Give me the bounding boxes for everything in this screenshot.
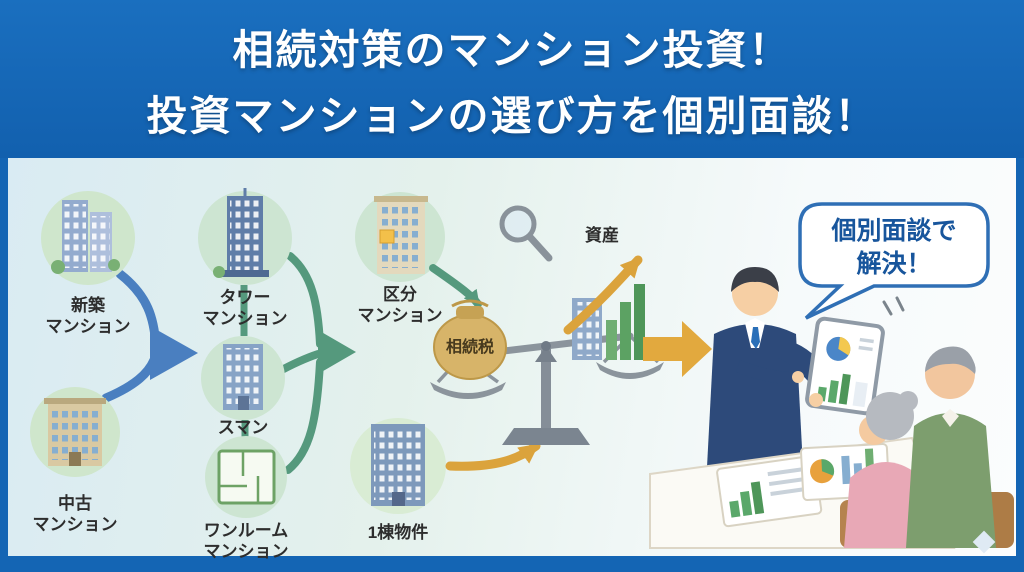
label-suman-mansion: スマン bbox=[217, 418, 269, 437]
node-chuko-mansion-icon bbox=[30, 387, 120, 477]
arrow-itto-to-scale bbox=[445, 441, 541, 471]
label-oneroom-mansion: ワンルーム マンション bbox=[203, 521, 289, 561]
consultant-hand bbox=[809, 393, 823, 407]
money-bag-icon bbox=[433, 299, 507, 380]
main-title-line2: 投資マンションの選び方を個別面談！ bbox=[146, 93, 878, 139]
green-merge-arrow bbox=[318, 330, 356, 374]
node-itto-bukken-icon bbox=[350, 418, 446, 514]
node-oneroom-floorplan-icon bbox=[205, 436, 287, 518]
label-shisan: 資産 bbox=[585, 226, 619, 245]
node-suman-mansion-icon bbox=[201, 336, 285, 420]
speech-bubble bbox=[798, 202, 990, 320]
node-tower-mansion-icon bbox=[198, 188, 292, 285]
node-shinchiku-mansion-icon bbox=[41, 191, 135, 285]
label-tower-mansion: タワー マンション bbox=[202, 288, 288, 328]
header-banner: 相続対策のマンション投資！ 投資マンションの選び方を個別面談！ bbox=[0, 0, 1024, 158]
elderly-man-figure bbox=[906, 346, 996, 548]
label-kubun-mansion: 区分 マンション bbox=[357, 285, 443, 325]
blue-merge-arrow bbox=[150, 326, 198, 380]
assets-growth-icon bbox=[563, 255, 645, 360]
main-title-line1: 相続対策のマンション投資！ bbox=[232, 27, 792, 73]
label-shinchiku-mansion: 新築 マンション bbox=[45, 296, 131, 336]
speech-bubble-text: 個別面談で 解決！ bbox=[831, 217, 957, 278]
label-souzokuzei: 相続税 bbox=[445, 339, 494, 356]
label-itto-bukken: 1棟物件 bbox=[367, 523, 429, 542]
tablet-icon bbox=[805, 316, 885, 416]
consultation-scene bbox=[649, 267, 1014, 549]
arrow-to-consultation bbox=[643, 321, 712, 377]
magnifier-icon bbox=[499, 205, 553, 262]
node-kubun-mansion-icon bbox=[355, 192, 445, 282]
emphasis-marks bbox=[882, 296, 905, 316]
label-chuko-mansion: 中古 マンション bbox=[32, 494, 118, 534]
